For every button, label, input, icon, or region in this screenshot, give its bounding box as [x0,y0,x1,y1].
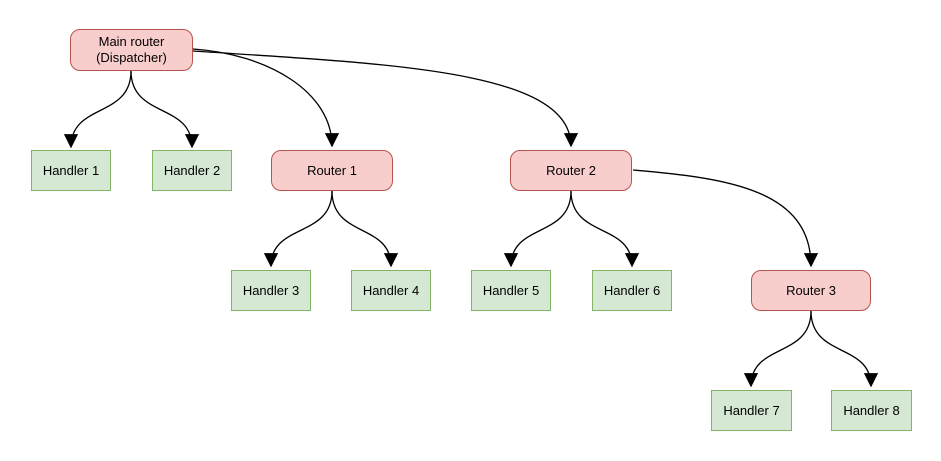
edge-router-3-to-handler-8 [810,310,879,388]
edge-main-router-to-router-2 [192,50,579,148]
node-main-router: Main router (Dispatcher) [70,29,193,71]
node-handler-6: Handler 6 [592,270,672,311]
node-handler-2: Handler 2 [152,150,232,191]
edge-router-1-to-handler-3 [263,190,333,268]
edge-router-1-to-handler-4 [331,190,399,268]
node-router-3: Router 3 [751,270,871,311]
node-handler-4: Handler 4 [351,270,431,311]
node-handler-3: Handler 3 [231,270,311,311]
edge-router-2-to-handler-5 [503,190,572,268]
node-router-2: Router 2 [510,150,632,191]
edge-router-2-to-handler-6 [570,190,640,268]
node-handler-7: Handler 7 [711,390,792,431]
edge-main-router-to-router-1 [192,48,340,148]
edge-main-router-to-handler-1 [63,70,132,149]
edge-main-router-to-handler-2 [130,70,200,149]
node-handler-8: Handler 8 [831,390,912,431]
node-router-1: Router 1 [271,150,393,191]
node-handler-1: Handler 1 [31,150,111,191]
edge-router-3-to-handler-7 [743,310,812,388]
node-handler-5: Handler 5 [471,270,551,311]
edge-router-2-to-router-3 [632,169,819,268]
